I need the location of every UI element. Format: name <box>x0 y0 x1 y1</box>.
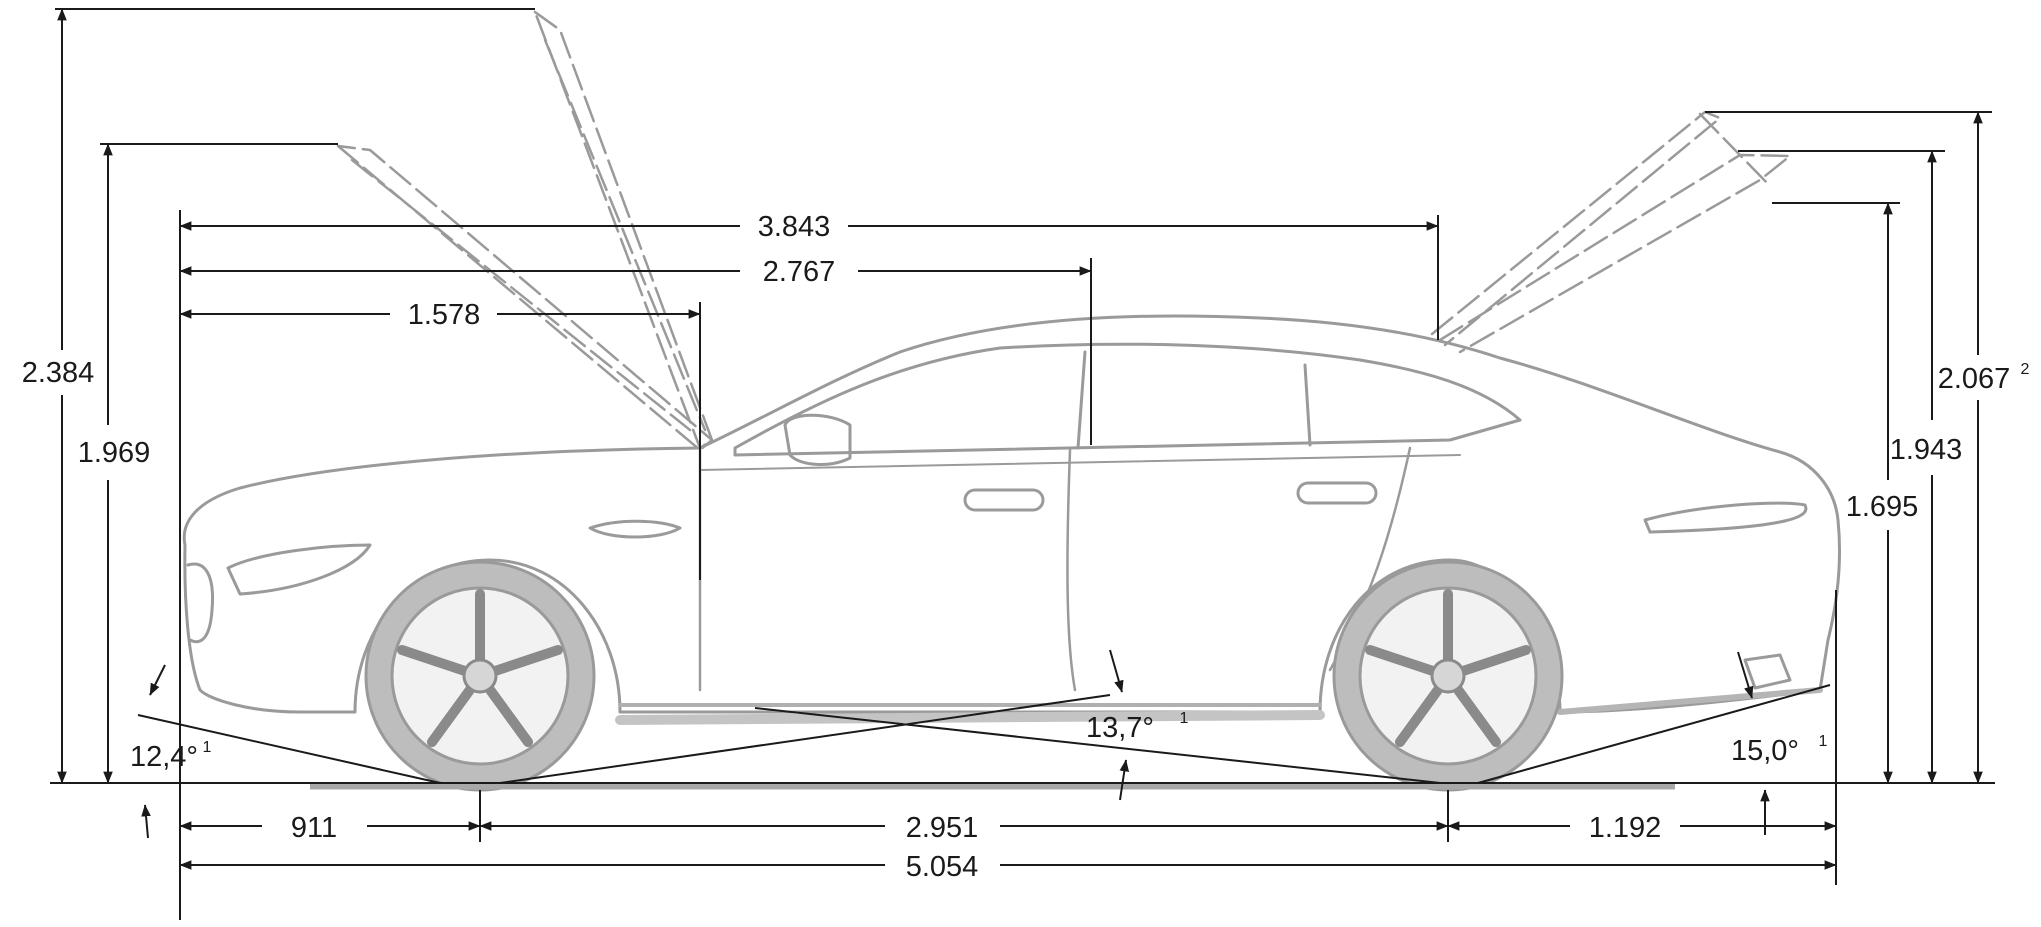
dim-height-hood-open-low: 1.969 <box>78 437 151 469</box>
dim-overall-length: 5.054 <box>906 851 979 883</box>
dim-wheelbase: 2.951 <box>906 812 979 844</box>
dim-rear-overhang: 1.192 <box>1589 812 1662 844</box>
dim-front-to-rear-edge: 3.843 <box>758 211 831 243</box>
dimension-lines <box>55 8 1992 920</box>
open-trunk-outline <box>1430 110 1792 354</box>
dim-front-to-cowl: 1.578 <box>408 299 481 331</box>
dim-height-roof: 1.695 <box>1846 491 1919 523</box>
dim-front-overhang: 911 <box>291 812 337 844</box>
angle-approach: 12,4° <box>130 741 198 773</box>
angle-approach-footnote: 1 <box>203 739 212 756</box>
angle-ramp-breakover: 13,7° <box>1086 712 1154 744</box>
front-wheel <box>364 560 596 792</box>
dim-height-trunk-open-footnote: 2 <box>2021 361 2030 378</box>
car-side-view <box>182 10 1842 725</box>
dim-height-trunk-open: 2.067 <box>1938 363 2011 395</box>
dim-height-hood-open: 2.384 <box>22 357 95 389</box>
angle-departure-footnote: 1 <box>1819 733 1828 750</box>
dim-height-spoiler: 1.943 <box>1890 434 1963 466</box>
open-hood-outline <box>336 10 714 452</box>
angle-ramp-breakover-footnote: 1 <box>1180 710 1189 727</box>
rear-wheel <box>1332 560 1564 792</box>
dim-front-to-b-pillar: 2.767 <box>763 256 836 288</box>
angle-departure: 15,0° <box>1731 735 1799 767</box>
window-line <box>733 342 1522 457</box>
